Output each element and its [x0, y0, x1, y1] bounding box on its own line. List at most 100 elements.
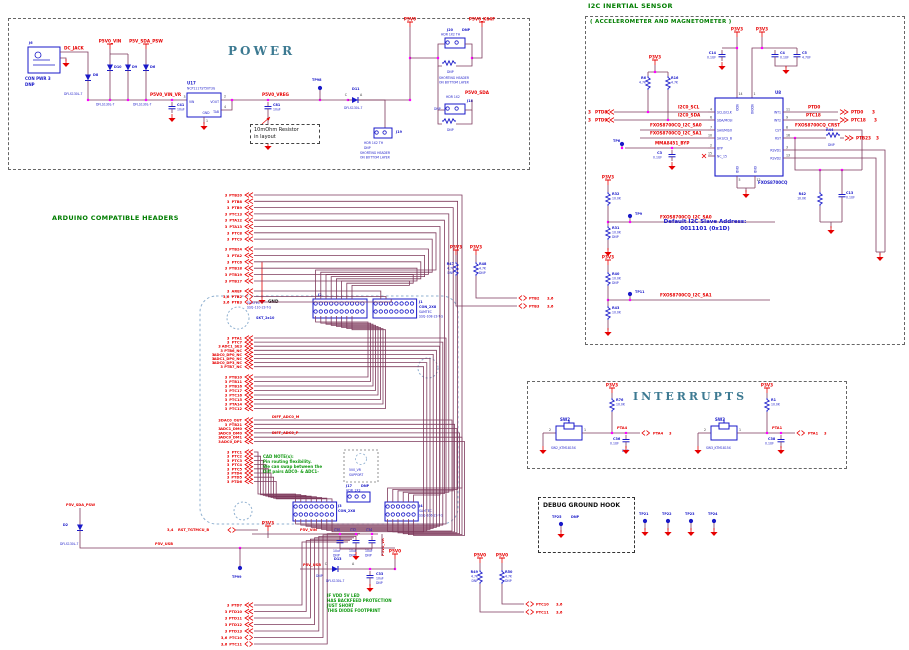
- label: HDR 1X2: [446, 95, 460, 99]
- label: DNP: [447, 271, 454, 275]
- testpoint-icon: [317, 85, 323, 91]
- label: 3: [225, 267, 228, 271]
- label: PTB3: [232, 301, 243, 305]
- wire: [410, 43, 446, 59]
- label: PTB10: [229, 376, 242, 380]
- header-pin: [445, 106, 450, 111]
- label: 3: [227, 260, 230, 264]
- label: 3: [184, 95, 186, 99]
- label: P5V_USB: [303, 563, 321, 567]
- offpage-arrow-icon: [605, 109, 615, 115]
- label: 3: [218, 427, 221, 431]
- label: SUPPORT: [349, 473, 363, 477]
- label: 11: [786, 108, 790, 112]
- offpage-arrow-icon: [244, 621, 254, 628]
- label: PTD6: [231, 480, 242, 484]
- header-pin: [334, 309, 339, 314]
- label: P5V0: [496, 553, 508, 558]
- label: PTD5: [231, 476, 242, 480]
- label: 4: [224, 105, 226, 109]
- offpage-arrow-icon: [244, 230, 254, 236]
- junction-dot: [653, 70, 657, 74]
- label: DNP: [828, 143, 835, 147]
- header-pin: [411, 512, 416, 517]
- debug-section-box: [538, 497, 635, 553]
- label: P5V0_VIN: [99, 39, 122, 44]
- wire: [254, 536, 356, 632]
- resistor-icon: [452, 262, 460, 276]
- gnd-symbol-icon: [604, 252, 612, 256]
- offpage-arrow-icon: [244, 211, 254, 217]
- wire: [254, 537, 354, 625]
- testpoint-icon: [642, 518, 648, 524]
- label: 3: [218, 419, 221, 423]
- wire: [701, 153, 707, 159]
- label: 8: [786, 126, 788, 130]
- header-pin: [409, 309, 415, 314]
- label: CON PWR 3: [25, 76, 51, 81]
- wire: [254, 316, 369, 378]
- diode-icon: [107, 64, 113, 71]
- header-pin: [394, 301, 399, 306]
- gnd-symbol-icon: [62, 63, 70, 67]
- label: 0.1UF: [780, 56, 789, 60]
- junction-dot: [760, 46, 764, 50]
- label: DFLS130L-7: [64, 92, 83, 96]
- junction-dot: [646, 110, 650, 114]
- sensor-title: I2C INERTIAL SENSOR: [588, 2, 673, 10]
- label: 3: [227, 238, 230, 242]
- label: PTD0: [851, 110, 863, 115]
- label: PTB16: [229, 385, 242, 389]
- label: J18: [466, 99, 474, 103]
- label: R16: [671, 76, 679, 80]
- offpage-arrow-icon: [244, 265, 254, 271]
- offpage-arrow-icon: [244, 608, 254, 615]
- label: C41: [177, 103, 185, 107]
- header-pin: [409, 301, 415, 306]
- label: 3,6: [556, 611, 563, 615]
- label: D9: [132, 65, 138, 69]
- label: SA1/CS_B: [717, 136, 732, 140]
- label: PTC10: [536, 603, 549, 607]
- interrupts-title: INTERRUPTS: [633, 390, 748, 403]
- label: C: [345, 93, 348, 97]
- gnd-symbol-icon: [641, 532, 649, 536]
- wire: [254, 200, 459, 502]
- label: C4: [780, 51, 785, 55]
- offpage-arrow-icon: [244, 466, 254, 472]
- label: P3V3: [450, 245, 462, 250]
- label: R6: [641, 76, 647, 80]
- label: 3: [225, 403, 228, 407]
- label: FXOS8700CQ_I2C_SA1: [660, 293, 712, 298]
- label: DNP: [462, 28, 471, 32]
- header-pin: [347, 494, 352, 499]
- label: 0.1UF: [765, 442, 774, 446]
- junction-dot: [338, 532, 342, 536]
- sensor-section-box: [585, 16, 905, 345]
- label: 10.0K: [771, 403, 781, 407]
- label: 15: [708, 152, 712, 156]
- cad-note-line3: We can swap between the: [263, 464, 323, 469]
- junction-dot: [266, 98, 270, 102]
- junction-dot: [230, 98, 234, 102]
- label: 14: [739, 92, 743, 96]
- header-pin: [344, 309, 349, 314]
- label: 6: [710, 116, 712, 120]
- wire: [254, 213, 450, 502]
- label: 3: [218, 431, 221, 435]
- offpage-arrow-icon: [244, 363, 254, 370]
- label: PTC3: [232, 459, 243, 463]
- header-pin: [374, 130, 379, 135]
- label: ADC0_DP1: [221, 440, 242, 444]
- offpage-arrow-icon: [244, 339, 254, 345]
- wire: [254, 316, 371, 382]
- diode-icon: [77, 524, 83, 531]
- junction-dot: [610, 431, 614, 435]
- header-pin: [349, 309, 355, 314]
- header-pin: [454, 40, 459, 45]
- label: J4: [418, 504, 423, 508]
- label: P3V3: [756, 27, 768, 32]
- label: D13: [334, 557, 342, 561]
- gnd-symbol-icon: [622, 450, 630, 454]
- label: 3,6: [547, 297, 554, 301]
